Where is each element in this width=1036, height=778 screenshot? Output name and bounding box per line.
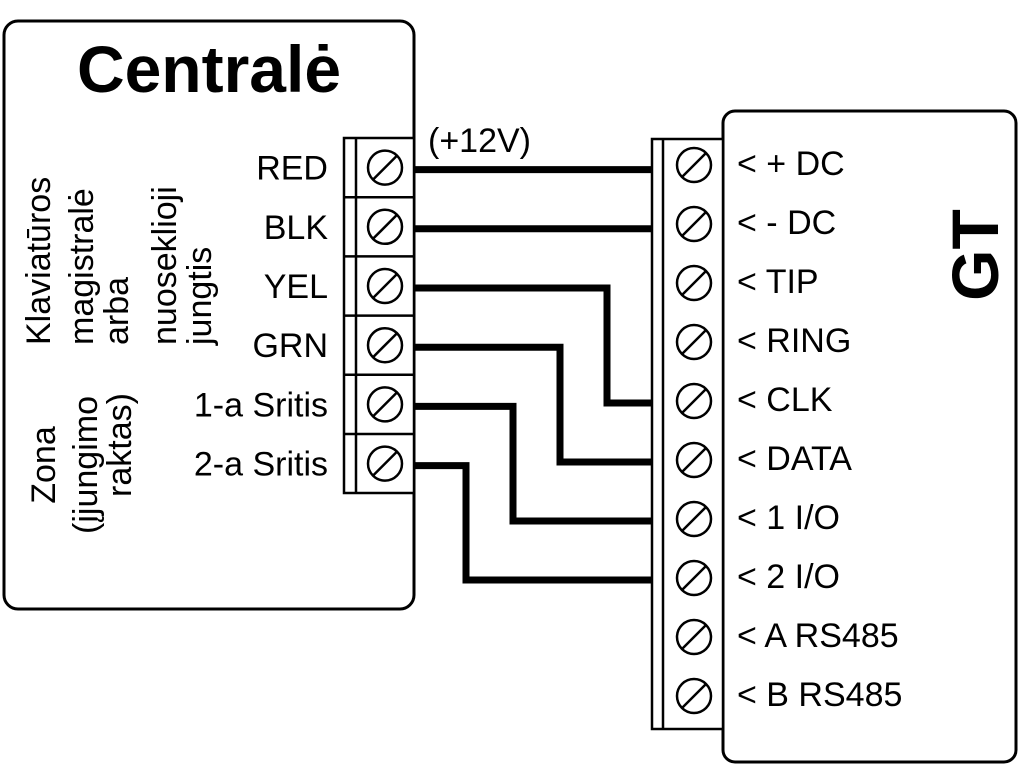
gt-terminal-label: < CLK [737,381,833,419]
group-label-line: raktas) [101,393,139,497]
keypad-bus-group-label: Klaviatūros magistralė arba nuoseklioji … [20,177,219,346]
screw-terminal-icon [366,326,404,364]
zone-group-label: Zona (įjungimo raktas) [25,393,139,534]
gt-terminal-label: < 2 I/O [737,558,840,596]
wire [414,284,652,407]
screw-terminal-icon [366,149,404,186]
screw-terminal-icon [675,382,713,420]
group-label-line: Klaviatūros [20,177,58,345]
screw-terminal-icon [366,445,404,482]
group-label-line: arba [98,277,136,345]
group-label-line: nuoseklioji [146,186,184,345]
group-label-line: jungtis [181,247,219,346]
voltage-note: (+12V) [428,122,531,160]
screw-terminal-icon [675,441,713,479]
central-terminal-label: 1-a Sritis [194,386,328,424]
gt-terminal-label: < DATA [737,440,852,478]
gt-terminal-label: < + DC [737,145,845,183]
wire [414,343,652,466]
gt-terminal-label: < RING [737,322,851,360]
central-panel-title: Centralė [77,32,341,106]
screw-terminal-icon [675,323,713,361]
screw-terminal-icon [675,264,713,302]
screw-terminal-icon [675,500,713,538]
wire [414,462,652,584]
gt-terminal-label: < TIP [737,263,819,301]
central-terminal-label: BLK [264,209,329,247]
gt-terminal-block [650,137,725,731]
screw-terminal-icon [366,386,404,423]
central-terminal-label: YEL [264,268,328,306]
central-terminal-label: RED [256,150,328,188]
gt-module-title: GT [938,209,1012,301]
gt-terminal-label: < B RS485 [737,676,902,714]
screw-terminal-icon [366,208,404,246]
gt-terminal-label: < - DC [737,204,836,242]
gt-terminal-label: < 1 I/O [737,499,840,537]
central-terminal-label: 2-a Sritis [194,446,328,484]
central-terminal-block [342,136,416,495]
screw-terminal-icon [675,618,713,656]
group-label-line: (įjungimo [67,396,105,534]
screw-terminal-icon [366,267,404,305]
wire [414,402,652,525]
group-label-line: Zona [25,426,63,504]
screw-terminal-icon [675,559,713,597]
group-label-line: magistralė [63,188,101,345]
screw-terminal-icon [675,146,713,184]
gt-terminal-label: < A RS485 [737,617,899,655]
screw-terminal-icon [675,205,713,243]
screw-terminal-icon [675,677,713,715]
central-terminal-label: GRN [252,327,328,365]
